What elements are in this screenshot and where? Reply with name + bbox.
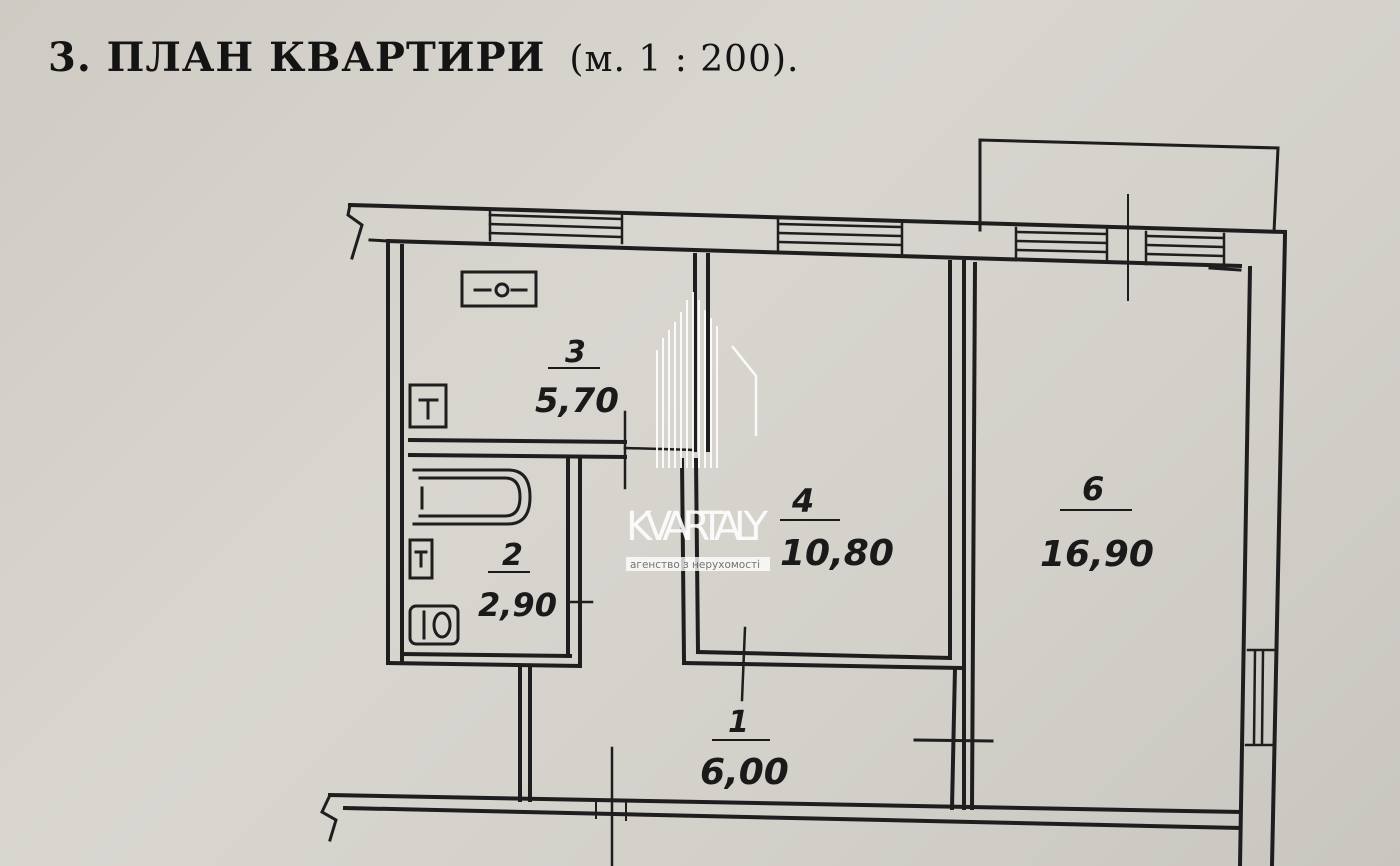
watermark-tagline: агенство з нерухомості [630, 559, 760, 571]
washbasin-icon [408, 538, 434, 580]
bottom-exterior-wall [320, 746, 1243, 866]
window-room-4 [776, 217, 904, 256]
bathroom-walls [566, 455, 594, 668]
room-6-number: 6 [1082, 470, 1104, 508]
balcony [978, 138, 1280, 234]
watermark-brand: KVARTALY [626, 504, 772, 550]
window-room-3 [488, 209, 624, 245]
window-right [1244, 648, 1278, 747]
hallway-walls [518, 664, 532, 802]
room-3-number: 3 [565, 335, 586, 370]
room-4-walls [679, 260, 966, 811]
bathtub-icon [412, 468, 532, 526]
room-3-area: 5,70 [535, 381, 619, 421]
room-1-number: 1 [728, 705, 749, 740]
room-2-area: 2,90 [478, 586, 557, 624]
sink-icon [408, 383, 448, 429]
building-icon [656, 292, 758, 468]
watermark-logo: KVARTALY агенство з нерухомості [626, 292, 772, 571]
plan-title: 3. ПЛАН КВАРТИРИ (м. 1 : 200). [48, 34, 799, 81]
window-room-6 [1014, 194, 1242, 301]
room-2-number: 2 [502, 538, 523, 573]
room-6-walls [913, 261, 994, 811]
plan-scale: (м. 1 : 200). [569, 39, 800, 80]
right-exterior-wall [1237, 232, 1288, 866]
kitchen-walls [407, 253, 710, 490]
room-6-area: 16,90 [1040, 534, 1154, 575]
toilet-icon [408, 604, 460, 646]
room-1-area: 6,00 [700, 752, 789, 793]
left-exterior-wall [385, 239, 583, 669]
room-4-area: 10,80 [780, 533, 894, 574]
room-4-number: 4 [791, 482, 814, 520]
stove-icon [460, 270, 538, 308]
room-labels: 3 5,70 2 2,90 4 10,80 6 16,90 1 6,00 [478, 335, 1154, 793]
top-exterior-wall [346, 202, 1288, 269]
plan-title-text: 3. ПЛАН КВАРТИРИ [48, 34, 546, 81]
